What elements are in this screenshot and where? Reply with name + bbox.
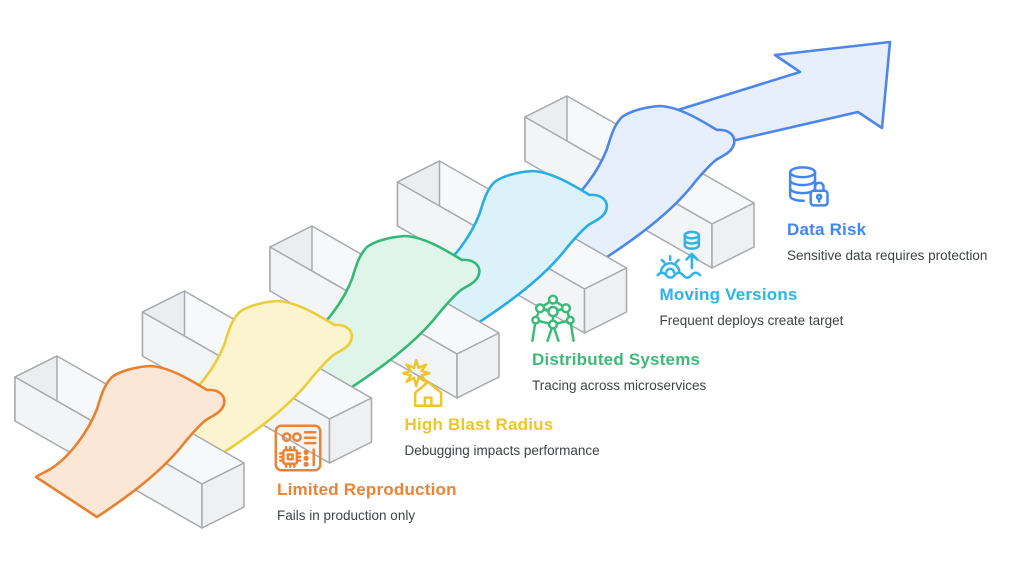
hurdle-stage-1 bbox=[14, 355, 245, 529]
stage-subtitle: Fails in production only bbox=[277, 508, 416, 523]
database-lock-icon bbox=[788, 166, 829, 207]
blast-impact-icon bbox=[401, 359, 442, 407]
network-nodes-icon bbox=[531, 294, 575, 342]
stage-subtitle: Sensitive data requires protection bbox=[787, 248, 988, 263]
circuit-board-icon bbox=[274, 424, 322, 472]
stage-subtitle: Frequent deploys create target bbox=[659, 313, 844, 328]
deploy-pipeline-icon bbox=[655, 230, 701, 279]
stage-title: Moving Versions bbox=[659, 285, 798, 304]
stage-title: Data Risk bbox=[787, 220, 867, 239]
stage-title: High Blast Radius bbox=[404, 415, 554, 434]
stage-title: Limited Reproduction bbox=[277, 480, 457, 499]
stage-subtitle: Debugging impacts performance bbox=[404, 443, 600, 458]
stage-title: Distributed Systems bbox=[532, 350, 701, 369]
ribbon-segment-1 bbox=[34, 364, 226, 519]
stage-subtitle: Tracing across microservices bbox=[532, 378, 707, 393]
